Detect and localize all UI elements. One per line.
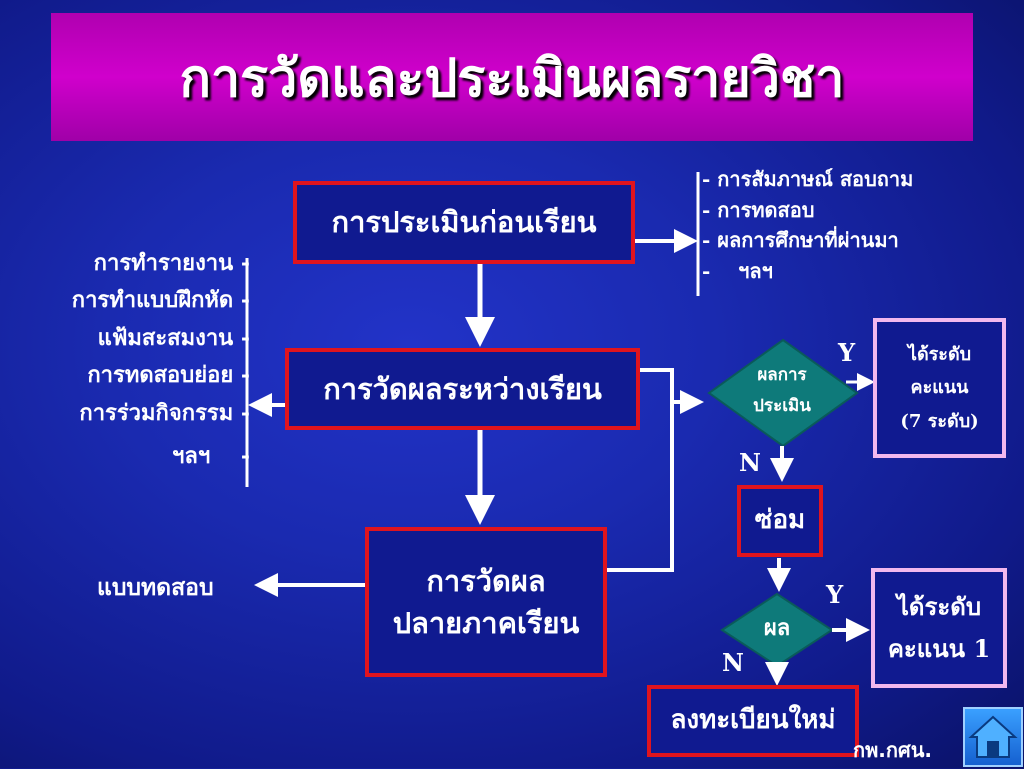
page-title: การวัดและประเมินผลรายวิชา — [179, 47, 845, 109]
final-method-label: แบบทดสอบ — [97, 574, 214, 601]
home-button[interactable] — [963, 707, 1023, 767]
grade-box-2-line-1: ได้ระดับ — [896, 592, 982, 621]
grade-box-2-line-2: คะแนน 1 — [887, 634, 991, 663]
repair-box: ซ่อม — [737, 485, 823, 557]
final-assessment-box: การวัดผล ปลายภาคเรียน — [365, 527, 607, 677]
decision-2-text: ผล — [763, 615, 791, 641]
grade-box-7-levels: ได้ระดับ คะแนน (7 ระดับ) — [873, 318, 1006, 458]
pre-method-item: - การทดสอบ — [702, 197, 815, 222]
pre-methods-list: - การสัมภาษณ์ สอบถาม - การทดสอบ - ผลการศ… — [702, 164, 913, 286]
repair-label: ซ่อม — [754, 505, 806, 536]
pre-method-item: - การสัมภาษณ์ สอบถาม — [702, 167, 914, 191]
mid-method-item: ฯลฯ - — [172, 442, 250, 469]
final-assessment-label-1: การวัดผล — [426, 563, 546, 598]
mid-method-item: การทำรายงาน - — [93, 250, 250, 276]
reregister-label: ลงทะเบียนใหม่ — [670, 705, 836, 736]
grade-box-1-line-1: ได้ระดับ — [907, 344, 972, 366]
mid-method-item: แฟ้มสะสมงาน - — [97, 324, 250, 351]
decision-1-line-1: ผลการ — [757, 365, 807, 385]
pre-assessment-box: การประเมินก่อนเรียน — [293, 181, 635, 264]
decision-2-no: N — [722, 648, 744, 677]
reregister-box: ลงทะเบียนใหม่ — [647, 685, 859, 757]
mid-assessment-label: การวัดผลระหว่างเรียน — [323, 371, 602, 406]
footer-credit: กพ.กศน. — [853, 738, 932, 762]
final-assessment-label-2: ปลายภาคเรียน — [392, 606, 580, 640]
decision-2-yes: Y — [826, 580, 844, 609]
decision-2-label: ผล — [742, 614, 812, 643]
mid-methods-list: การทำรายงาน - การทำแบบฝึกหัด - แฟ้มสะสมง… — [0, 245, 250, 475]
grade-box-1-line-3: (7 ระดับ) — [900, 410, 979, 432]
decision-1-yes: Y — [838, 338, 856, 367]
grade-box-1-line-2: คะแนน — [910, 377, 969, 399]
grade-box-1: ได้ระดับ คะแนน 1 — [871, 568, 1007, 688]
decision-1-label: ผลการ ประเมิน — [730, 360, 834, 421]
decision-1-line-2: ประเมิน — [753, 395, 811, 416]
home-icon — [968, 715, 1018, 758]
mid-assessment-box: การวัดผลระหว่างเรียน — [285, 348, 640, 430]
pre-assessment-label: การประเมินก่อนเรียน — [331, 205, 597, 240]
pre-method-item: - ผลการศึกษาที่ผ่านมา — [702, 228, 899, 253]
title-banner: การวัดและประเมินผลรายวิชา — [51, 13, 973, 141]
mid-method-item: การทำแบบฝึกหัด - — [71, 287, 250, 314]
decision-1-no: N — [739, 448, 761, 477]
mid-method-item: การร่วมกิจกรรม - — [79, 399, 250, 426]
pre-method-item: - ฯลฯ — [702, 258, 773, 283]
mid-method-item: การทดสอบย่อย - — [87, 362, 250, 389]
